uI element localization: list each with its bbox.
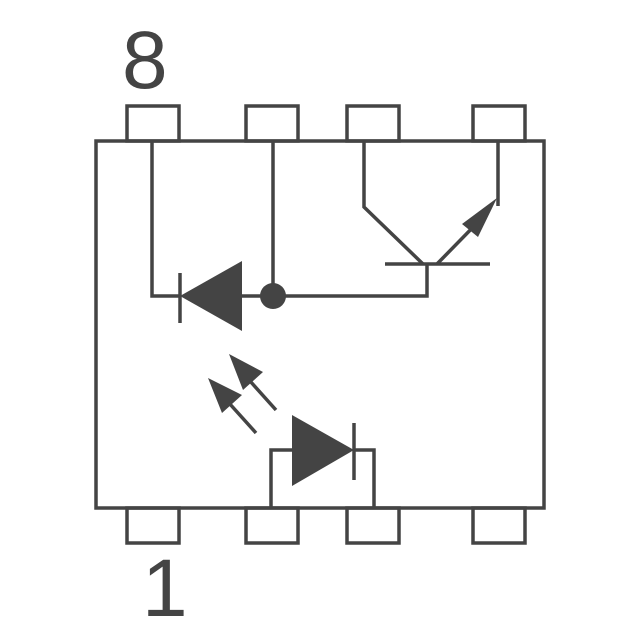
wire-pin8-diode bbox=[150, 141, 180, 298]
wire-junction-base bbox=[242, 264, 429, 298]
junction-dot bbox=[260, 283, 286, 309]
pin-8 bbox=[125, 104, 181, 143]
pin-4 bbox=[471, 506, 527, 545]
output-transistor bbox=[362, 141, 500, 266]
pin-5 bbox=[471, 104, 527, 143]
pin-7 bbox=[244, 104, 300, 143]
emitter-arrow-icon bbox=[462, 198, 497, 237]
light-arrow-shaft-2 bbox=[248, 379, 278, 412]
input-led-icon bbox=[292, 415, 354, 486]
light-arrow-shaft-1 bbox=[227, 401, 258, 435]
bottom-pins bbox=[125, 506, 527, 545]
wire-pin2-led bbox=[269, 448, 292, 508]
pin-1 bbox=[125, 506, 181, 545]
package-body bbox=[94, 139, 546, 510]
light-arrow-head-1-icon bbox=[208, 378, 242, 413]
top-pins bbox=[125, 104, 527, 143]
light-arrow-head-2-icon bbox=[229, 354, 263, 390]
wire-led-pin3 bbox=[354, 448, 376, 508]
transistor-collector bbox=[362, 141, 425, 266]
pin-2 bbox=[244, 506, 300, 545]
pin-label-1: 1 bbox=[142, 543, 188, 634]
pin-label-8: 8 bbox=[122, 15, 168, 106]
output-diode-icon bbox=[180, 261, 242, 331]
pin-3 bbox=[345, 506, 401, 545]
pin-6 bbox=[345, 104, 401, 143]
